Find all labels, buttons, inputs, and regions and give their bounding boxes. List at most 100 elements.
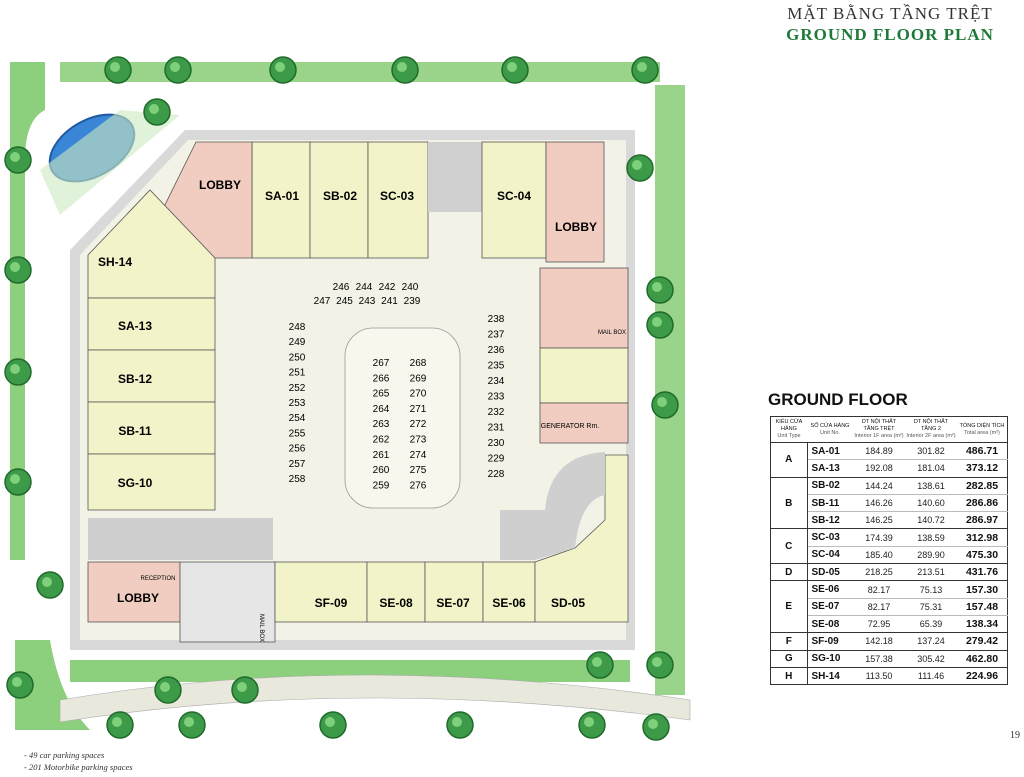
parking-space-label: 230 <box>488 438 505 449</box>
lobby-nw-label: LOBBY <box>199 178 241 192</box>
shop-se-08 <box>366 561 426 623</box>
east-service-room <box>539 267 629 349</box>
parking-space-label: 239 <box>404 296 421 307</box>
tree-layer <box>4 56 679 741</box>
parking-space-label: 246 <box>333 282 350 293</box>
parking-space-label: 241 <box>381 296 398 307</box>
tree-highlight <box>397 62 407 72</box>
unit-type-cell: B <box>770 477 808 530</box>
parking-space-label: 264 <box>373 404 390 415</box>
south-green-strip <box>70 660 630 682</box>
tree-highlight <box>275 62 285 72</box>
unit-no-cell: SG-10 <box>807 650 853 668</box>
shop-sc-04 <box>481 141 547 259</box>
interior-2f-cell: 140.72 <box>905 511 957 530</box>
parking-space-label: 262 <box>373 435 390 446</box>
core-sw <box>179 561 276 643</box>
interior-2f-cell: 75.13 <box>905 580 957 599</box>
interior-2f-cell: 75.31 <box>905 598 957 616</box>
unit-no-cell: SA-01 <box>807 442 853 461</box>
parking-space-label: 231 <box>488 423 505 434</box>
total-area-cell: 312.98 <box>957 528 1008 547</box>
interior-1f-cell: 185.40 <box>853 546 905 565</box>
tree-highlight <box>170 62 180 72</box>
interior-1f-cell: 142.18 <box>853 632 905 651</box>
unit-type-cell: E <box>770 580 808 634</box>
unit-label: SB-12 <box>118 372 152 386</box>
total-area-cell: 157.48 <box>957 598 1008 616</box>
total-area-cell: 138.34 <box>957 615 1008 634</box>
unit-label: SC-03 <box>380 189 414 203</box>
parking-space-label: 273 <box>410 435 427 446</box>
parking-space-label: 233 <box>488 392 505 403</box>
unit-label: SA-13 <box>118 319 152 333</box>
total-area-cell: 373.12 <box>957 459 1008 478</box>
tree-highlight <box>637 62 647 72</box>
interior-1f-cell: 218.25 <box>853 563 905 582</box>
ramp-north <box>428 142 482 212</box>
interior-1f-cell: 113.50 <box>853 667 905 686</box>
tree-highlight <box>10 262 20 272</box>
unit-type-cell: C <box>770 528 808 565</box>
parking-space-label: 248 <box>289 322 306 333</box>
shop-sd-05 <box>534 454 629 623</box>
parking-space-label: 243 <box>359 296 376 307</box>
parking-space-label: 234 <box>488 376 505 387</box>
tree-highlight <box>592 657 602 667</box>
interior-2f-cell: 111.46 <box>905 667 957 686</box>
tree-highlight <box>160 682 170 692</box>
parking-space-label: 252 <box>289 383 306 394</box>
ramp-southeast <box>500 452 605 560</box>
parking-space-label: 235 <box>488 361 505 372</box>
plan-title-en: GROUND FLOOR PLAN <box>786 25 994 44</box>
total-area-cell: 282.85 <box>957 477 1008 495</box>
generator-label: GENERATOR Rm. <box>541 423 600 430</box>
tree-highlight <box>648 719 658 729</box>
unit-label: SF-09 <box>315 596 348 610</box>
interior-2f-cell: 305.42 <box>905 650 957 668</box>
shop-sh-14 <box>87 189 216 299</box>
tree-highlight <box>184 717 194 727</box>
tree-highlight <box>657 397 667 407</box>
generator-room <box>539 402 629 444</box>
unit-type-cell: A <box>770 442 808 478</box>
parking-space-label: 274 <box>410 450 427 461</box>
unit-no-cell: SE-07 <box>807 598 853 616</box>
tree-highlight <box>149 104 159 114</box>
unit-label: SE-06 <box>492 596 526 610</box>
shop-sf-09 <box>274 561 368 623</box>
tree-highlight <box>325 717 335 727</box>
parking-space-label: 259 <box>373 480 390 491</box>
area-table-title: GROUND FLOOR <box>768 390 908 409</box>
unit-label: SB-02 <box>323 189 357 203</box>
interior-2f-cell: 137.24 <box>905 632 957 651</box>
mail-box-south-label: MAIL BOX <box>258 614 264 642</box>
parking-space-label: 269 <box>410 373 427 384</box>
lobby-sw-room <box>87 561 181 623</box>
unit-type-cell: H <box>770 667 808 686</box>
tree-highlight <box>112 717 122 727</box>
unit-no-cell: SE-08 <box>807 615 853 634</box>
tree-highlight <box>10 364 20 374</box>
interior-2f-cell: 213.51 <box>905 563 957 582</box>
total-area-cell: 224.96 <box>957 667 1008 686</box>
total-area-cell: 462.80 <box>957 650 1008 668</box>
interior-2f-cell: 140.60 <box>905 494 957 513</box>
shop-sb-12 <box>87 349 216 403</box>
plan-title-vn: MẶT BẰNG TẦNG TRỆT <box>787 4 993 23</box>
east-green-strip <box>655 85 685 695</box>
